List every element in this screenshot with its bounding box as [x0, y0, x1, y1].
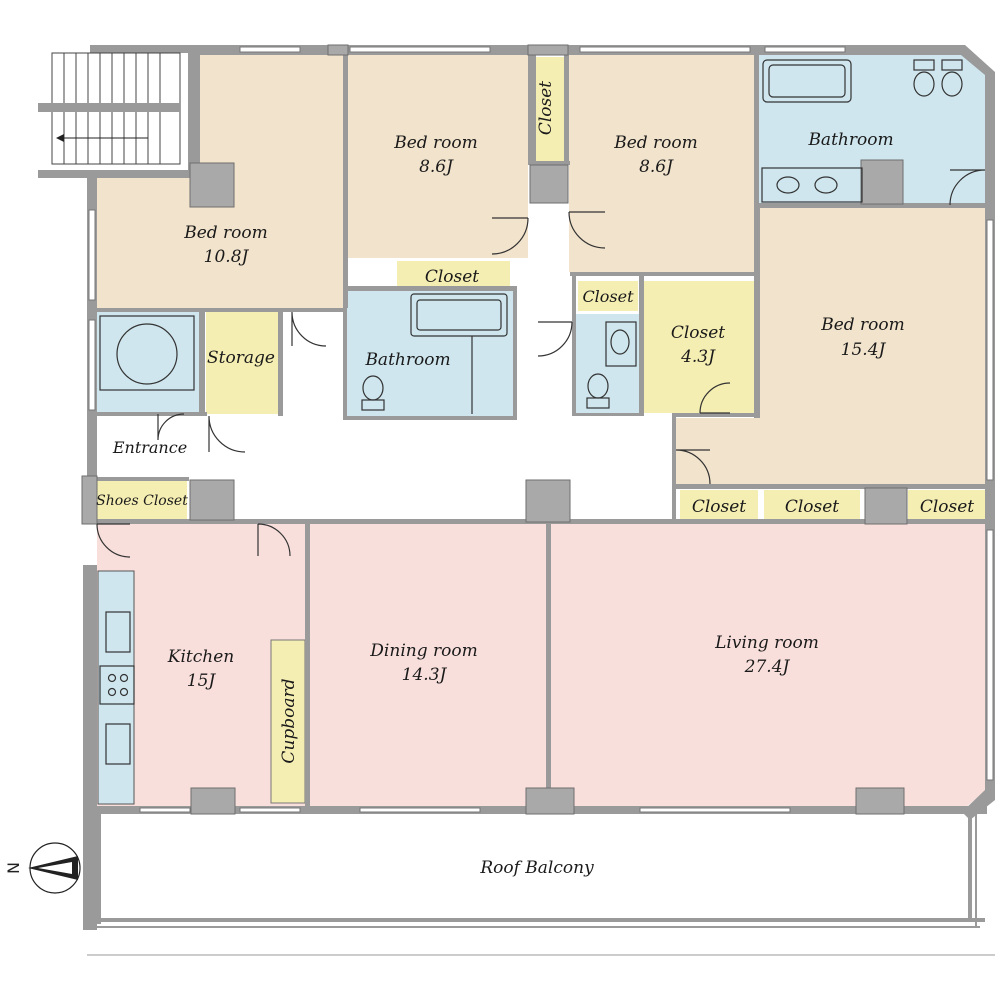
dining-room-name: Dining room [369, 641, 477, 661]
entrance-label: Entrance [112, 438, 187, 457]
column [525, 479, 571, 523]
columns [81, 44, 908, 815]
column [189, 162, 235, 208]
closet-walk-in-name: Closet [671, 323, 725, 343]
windows [88, 46, 994, 813]
laundry-fill [97, 312, 199, 414]
column [860, 159, 904, 205]
column [527, 44, 569, 56]
column [855, 787, 905, 815]
column [189, 479, 235, 521]
roof-balcony-label: Roof Balcony [479, 858, 594, 878]
compass-north-label: N [4, 862, 23, 874]
window [349, 46, 491, 53]
window [986, 529, 994, 781]
kitchen-area: 15J [187, 671, 217, 691]
closet-small-fill [578, 281, 638, 311]
window [88, 319, 96, 411]
fixtures [99, 59, 963, 765]
window [88, 209, 96, 301]
bedroom-1-name: Bed room [183, 223, 268, 243]
sink-icon [776, 176, 800, 194]
closet-row-3-fill [908, 490, 986, 522]
shoes-closet-label: Shoes Closet [96, 493, 188, 509]
bedroom-2-area: 8.6J [419, 157, 454, 177]
toilet-icon [913, 71, 935, 97]
window [579, 46, 751, 53]
window [239, 46, 301, 53]
room-fills [97, 55, 986, 808]
bathtub-icon [762, 59, 852, 103]
closet-row-2-fill [764, 490, 860, 522]
column [525, 787, 575, 815]
laundry-unit [99, 315, 195, 391]
toilet-icon [941, 71, 963, 97]
kitchen-sink-icon [105, 611, 131, 653]
vanity-icon [761, 167, 863, 203]
bedroom-4-name: Bed room [820, 315, 905, 335]
closet-small-label: Closet [582, 287, 634, 306]
dining-room-fill [310, 524, 546, 806]
closet-bathroom-label: Closet [425, 267, 479, 287]
closet-walk-in-area: 4.3J [680, 347, 716, 367]
washer-icon [116, 323, 178, 385]
living-room-area: 27.4J [744, 657, 791, 677]
room-labels: Bed room 10.8J Bed room 8.6J Bed room 8.… [96, 81, 974, 878]
closet-row-1-label: Closet [692, 497, 746, 517]
doors [96, 169, 986, 558]
column [190, 787, 236, 815]
closet-vertical-label: Closet [536, 81, 556, 135]
bedroom-2-name: Bed room [393, 133, 478, 153]
column [81, 475, 98, 525]
kitchen-name: Kitchen [167, 647, 234, 667]
closet-vertical-fill [536, 57, 564, 161]
sink-icon [605, 321, 637, 367]
living-room-name: Living room [714, 633, 819, 653]
bedroom-4-fill [676, 208, 985, 484]
sink-icon [814, 176, 838, 194]
closet-row-1-fill [680, 490, 758, 522]
window [239, 807, 301, 813]
storage-label: Storage [207, 348, 275, 368]
bedroom-3-area: 8.6J [639, 157, 674, 177]
bathroom-1-label: Bathroom [807, 130, 893, 150]
bedroom-1-area: 10.8J [204, 247, 250, 267]
storage-fill [206, 312, 278, 414]
column [529, 164, 569, 204]
bedroom-3-fill [569, 55, 754, 272]
wc-fill [576, 314, 639, 415]
window [359, 807, 481, 813]
bedroom-4-area: 15.4J [841, 340, 887, 360]
kitchen-counter [97, 570, 135, 805]
living-room-fill [551, 524, 986, 808]
cupboard-label: Cupboard [279, 678, 299, 763]
column [327, 44, 349, 56]
closet-bathroom-fill [397, 261, 510, 288]
compass: N [4, 842, 81, 894]
window [986, 219, 994, 481]
bathtub-icon [410, 293, 508, 337]
column [864, 487, 908, 525]
shoes-closet-fill [97, 481, 187, 519]
window [139, 807, 191, 813]
kitchen-sink-icon [105, 723, 131, 765]
bathroom-2-fill [347, 291, 513, 417]
closet-row-3-label: Closet [920, 497, 974, 517]
bathroom-2-label: Bathroom [364, 350, 450, 370]
closet-walk-in-fill [644, 281, 754, 413]
bedroom-3-name: Bed room [613, 133, 698, 153]
window [639, 807, 791, 813]
closet-row-2-label: Closet [785, 497, 839, 517]
window [764, 46, 846, 53]
staircase [38, 52, 181, 165]
cooktop-icon [99, 665, 135, 705]
bedroom-2-fill [348, 55, 528, 258]
dining-room-area: 14.3J [402, 665, 448, 685]
cupboard-fill [270, 639, 306, 804]
